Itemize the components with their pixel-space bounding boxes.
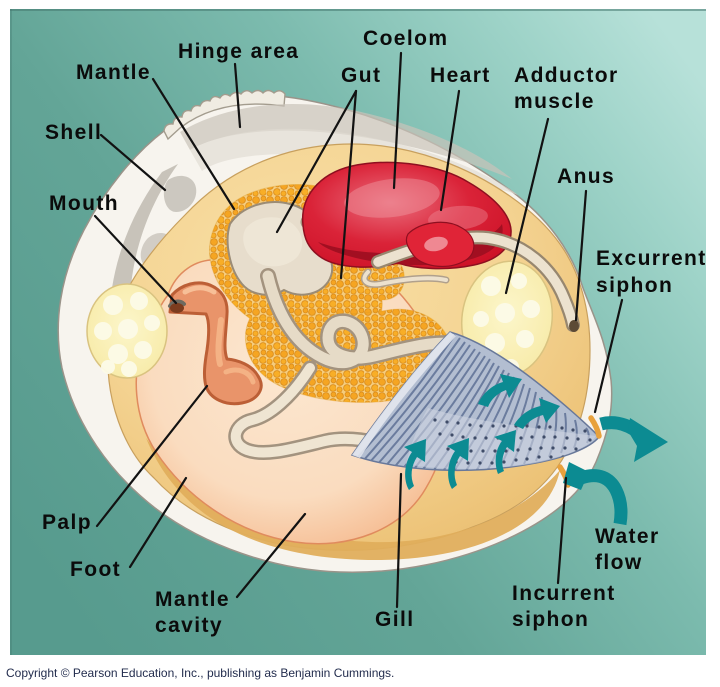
svg-text:Mantle: Mantle	[76, 61, 151, 84]
svg-text:Mantle: Mantle	[155, 588, 230, 611]
svg-text:Shell: Shell	[45, 121, 102, 144]
svg-text:muscle: muscle	[514, 90, 595, 113]
svg-text:siphon: siphon	[596, 274, 673, 297]
svg-text:Foot: Foot	[70, 558, 121, 581]
svg-text:Gut: Gut	[341, 64, 381, 87]
svg-text:siphon: siphon	[512, 608, 589, 631]
svg-text:cavity: cavity	[155, 614, 223, 637]
svg-text:Adductor: Adductor	[514, 64, 619, 87]
svg-text:Heart: Heart	[430, 64, 491, 87]
svg-text:Hinge area: Hinge area	[178, 40, 299, 63]
svg-text:Anus: Anus	[557, 165, 615, 188]
svg-text:Water: Water	[595, 525, 660, 548]
svg-text:Incurrent: Incurrent	[512, 582, 616, 605]
svg-text:Palp: Palp	[42, 511, 92, 534]
svg-text:Mouth: Mouth	[49, 192, 119, 215]
svg-text:Gill: Gill	[375, 608, 414, 631]
svg-text:Coelom: Coelom	[363, 27, 448, 50]
svg-text:Copyright © Pearson Education,: Copyright © Pearson Education, Inc., pub…	[6, 666, 394, 680]
svg-text:Excurrent: Excurrent	[596, 247, 707, 270]
svg-text:flow: flow	[595, 551, 643, 574]
